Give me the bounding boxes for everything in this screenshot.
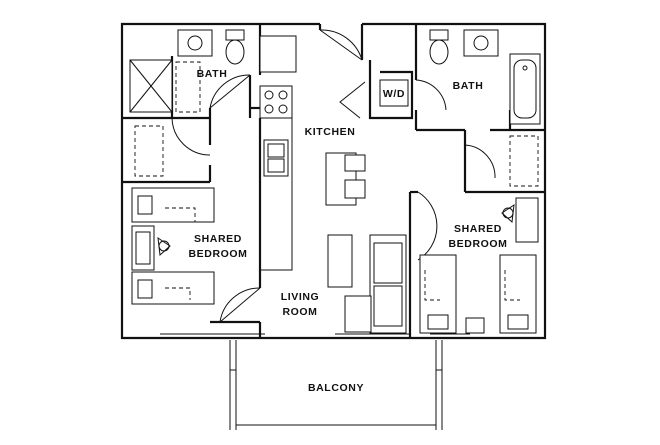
desk-chair-icon-right	[501, 203, 515, 224]
desk-chair-icon	[157, 236, 171, 257]
label-kitchen: KITCHEN	[305, 126, 356, 138]
label-bedroom-right-1: SHARED	[454, 223, 502, 235]
label-bedroom-left-1: SHARED	[194, 233, 242, 245]
left-bedroom-furniture	[131, 187, 215, 305]
balcony-outline	[229, 340, 443, 430]
right-bath-fixtures	[429, 29, 541, 125]
right-bedroom-furniture	[419, 197, 539, 334]
label-living-2: ROOM	[282, 306, 317, 318]
label-washer-dryer: W/D	[383, 88, 405, 100]
label-bedroom-left-2: BEDROOM	[188, 248, 247, 260]
label-bedroom-right-2: BEDROOM	[448, 238, 507, 250]
living-furniture	[327, 234, 407, 334]
kitchen-fixtures	[259, 35, 366, 271]
washer-dryer-box	[379, 79, 409, 107]
label-balcony: BALCONY	[308, 382, 364, 394]
label-living-1: LIVING	[281, 291, 320, 303]
door-swings	[171, 29, 496, 323]
label-bath-right: BATH	[453, 80, 484, 92]
label-bath-left: BATH	[197, 68, 228, 80]
left-closet-shelf	[134, 125, 164, 177]
right-closet-shelf	[509, 135, 539, 187]
exterior-walls	[120, 22, 547, 340]
left-bath-fixtures	[129, 29, 245, 113]
